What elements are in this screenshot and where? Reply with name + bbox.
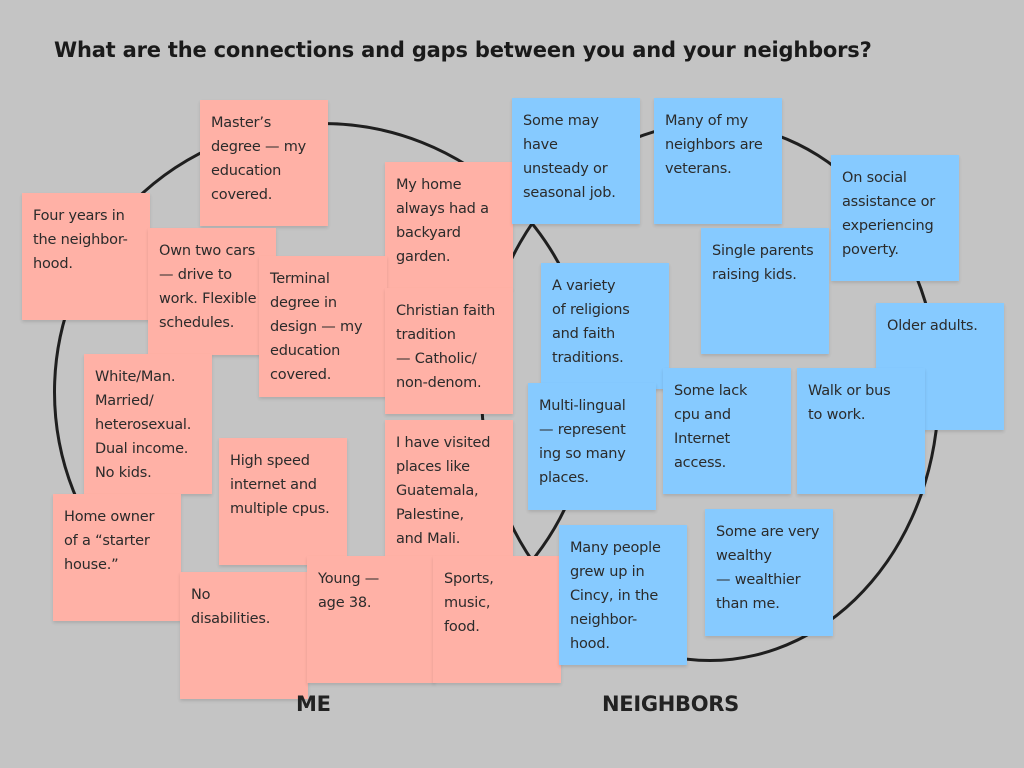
page-title: What are the connections and gaps betwee… xyxy=(54,38,872,62)
sticky-note-young[interactable]: Young — age 38. xyxy=(307,556,435,683)
sticky-note-single-parents[interactable]: Single parents raising kids. xyxy=(701,228,829,354)
sticky-note-four-years[interactable]: Four years in the neighbor- hood. xyxy=(22,193,150,320)
sticky-note-terminal-degree[interactable]: Terminal degree in design — my education… xyxy=(259,256,387,397)
sticky-note-multi-lingual[interactable]: Multi-lingual — represent ing so many pl… xyxy=(528,383,656,510)
sticky-note-no-disabilities[interactable]: No disabilities. xyxy=(180,572,308,699)
neighbors-label: NEIGHBORS xyxy=(602,692,739,716)
sticky-note-lack-cpu[interactable]: Some lack cpu and Internet access. xyxy=(663,368,791,494)
sticky-note-two-cars[interactable]: Own two cars — drive to work. Flexible s… xyxy=(148,228,276,355)
sticky-note-masters-degree[interactable]: Master’s degree — my education covered. xyxy=(200,100,328,226)
sticky-note-unsteady-job[interactable]: Some may have unsteady or seasonal job. xyxy=(512,98,640,224)
sticky-note-variety-religions[interactable]: A variety of religions and faith traditi… xyxy=(541,263,669,389)
sticky-note-very-wealthy[interactable]: Some are very wealthy — wealthier than m… xyxy=(705,509,833,636)
sticky-note-white-man[interactable]: White/Man. Married/ heterosexual. Dual i… xyxy=(84,354,212,494)
sticky-note-grew-up-cincy[interactable]: Many people grew up in Cincy, in the nei… xyxy=(559,525,687,665)
sticky-note-christian-faith[interactable]: Christian faith tradition — Catholic/ no… xyxy=(385,288,513,414)
sticky-note-social-assistance[interactable]: On social assistance or experiencing pov… xyxy=(831,155,959,281)
sticky-note-sports-music-food[interactable]: Sports, music, food. xyxy=(433,556,561,683)
sticky-note-backyard-garden[interactable]: My home always had a backyard garden. xyxy=(385,162,513,289)
me-label: ME xyxy=(296,692,331,716)
sticky-note-visited-places[interactable]: I have visited places like Guatemala, Pa… xyxy=(385,420,513,560)
sticky-note-home-owner[interactable]: Home owner of a “starter house.” xyxy=(53,494,181,621)
sticky-note-high-speed-internet[interactable]: High speed internet and multiple cpus. xyxy=(219,438,347,565)
sticky-note-veterans[interactable]: Many of my neighbors are veterans. xyxy=(654,98,782,224)
sticky-note-walk-or-bus[interactable]: Walk or bus to work. xyxy=(797,368,925,494)
